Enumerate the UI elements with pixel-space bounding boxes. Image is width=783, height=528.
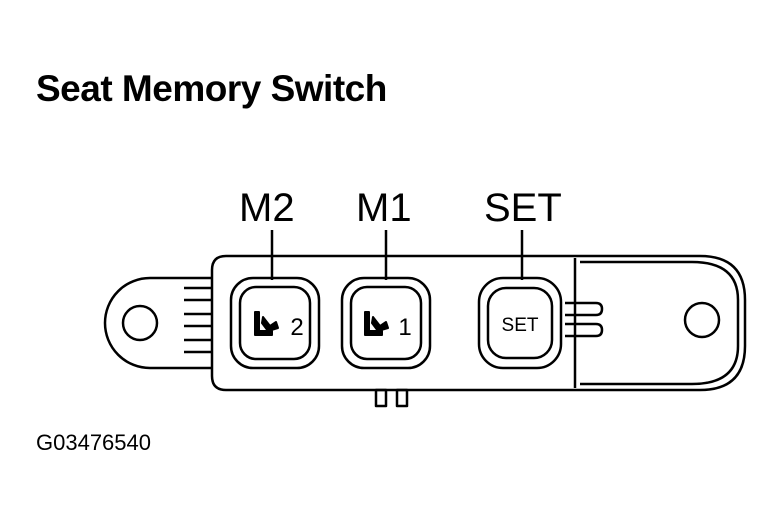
m2-button-label: 2	[290, 314, 303, 341]
m2-button	[229, 276, 321, 370]
callout-m2: M2	[239, 186, 295, 230]
figure-id: G03476540	[36, 430, 151, 455]
left-mounting-tab	[103, 276, 212, 370]
diagram-title: Seat Memory Switch	[36, 68, 387, 109]
seat-icon	[364, 311, 389, 336]
m1-button-label: 1	[398, 314, 411, 341]
connector-pin	[395, 388, 409, 408]
right-mounting-hole	[683, 301, 721, 339]
callout-m1: M1	[356, 186, 412, 230]
m1-button	[340, 276, 432, 370]
set-button	[477, 276, 563, 370]
left-mounting-hole	[121, 304, 159, 342]
connector-pin	[374, 388, 388, 408]
set-button-label: SET	[502, 315, 539, 336]
switch-housing	[210, 254, 747, 392]
callout-set: SET	[484, 186, 562, 230]
seat-icon	[254, 311, 279, 336]
